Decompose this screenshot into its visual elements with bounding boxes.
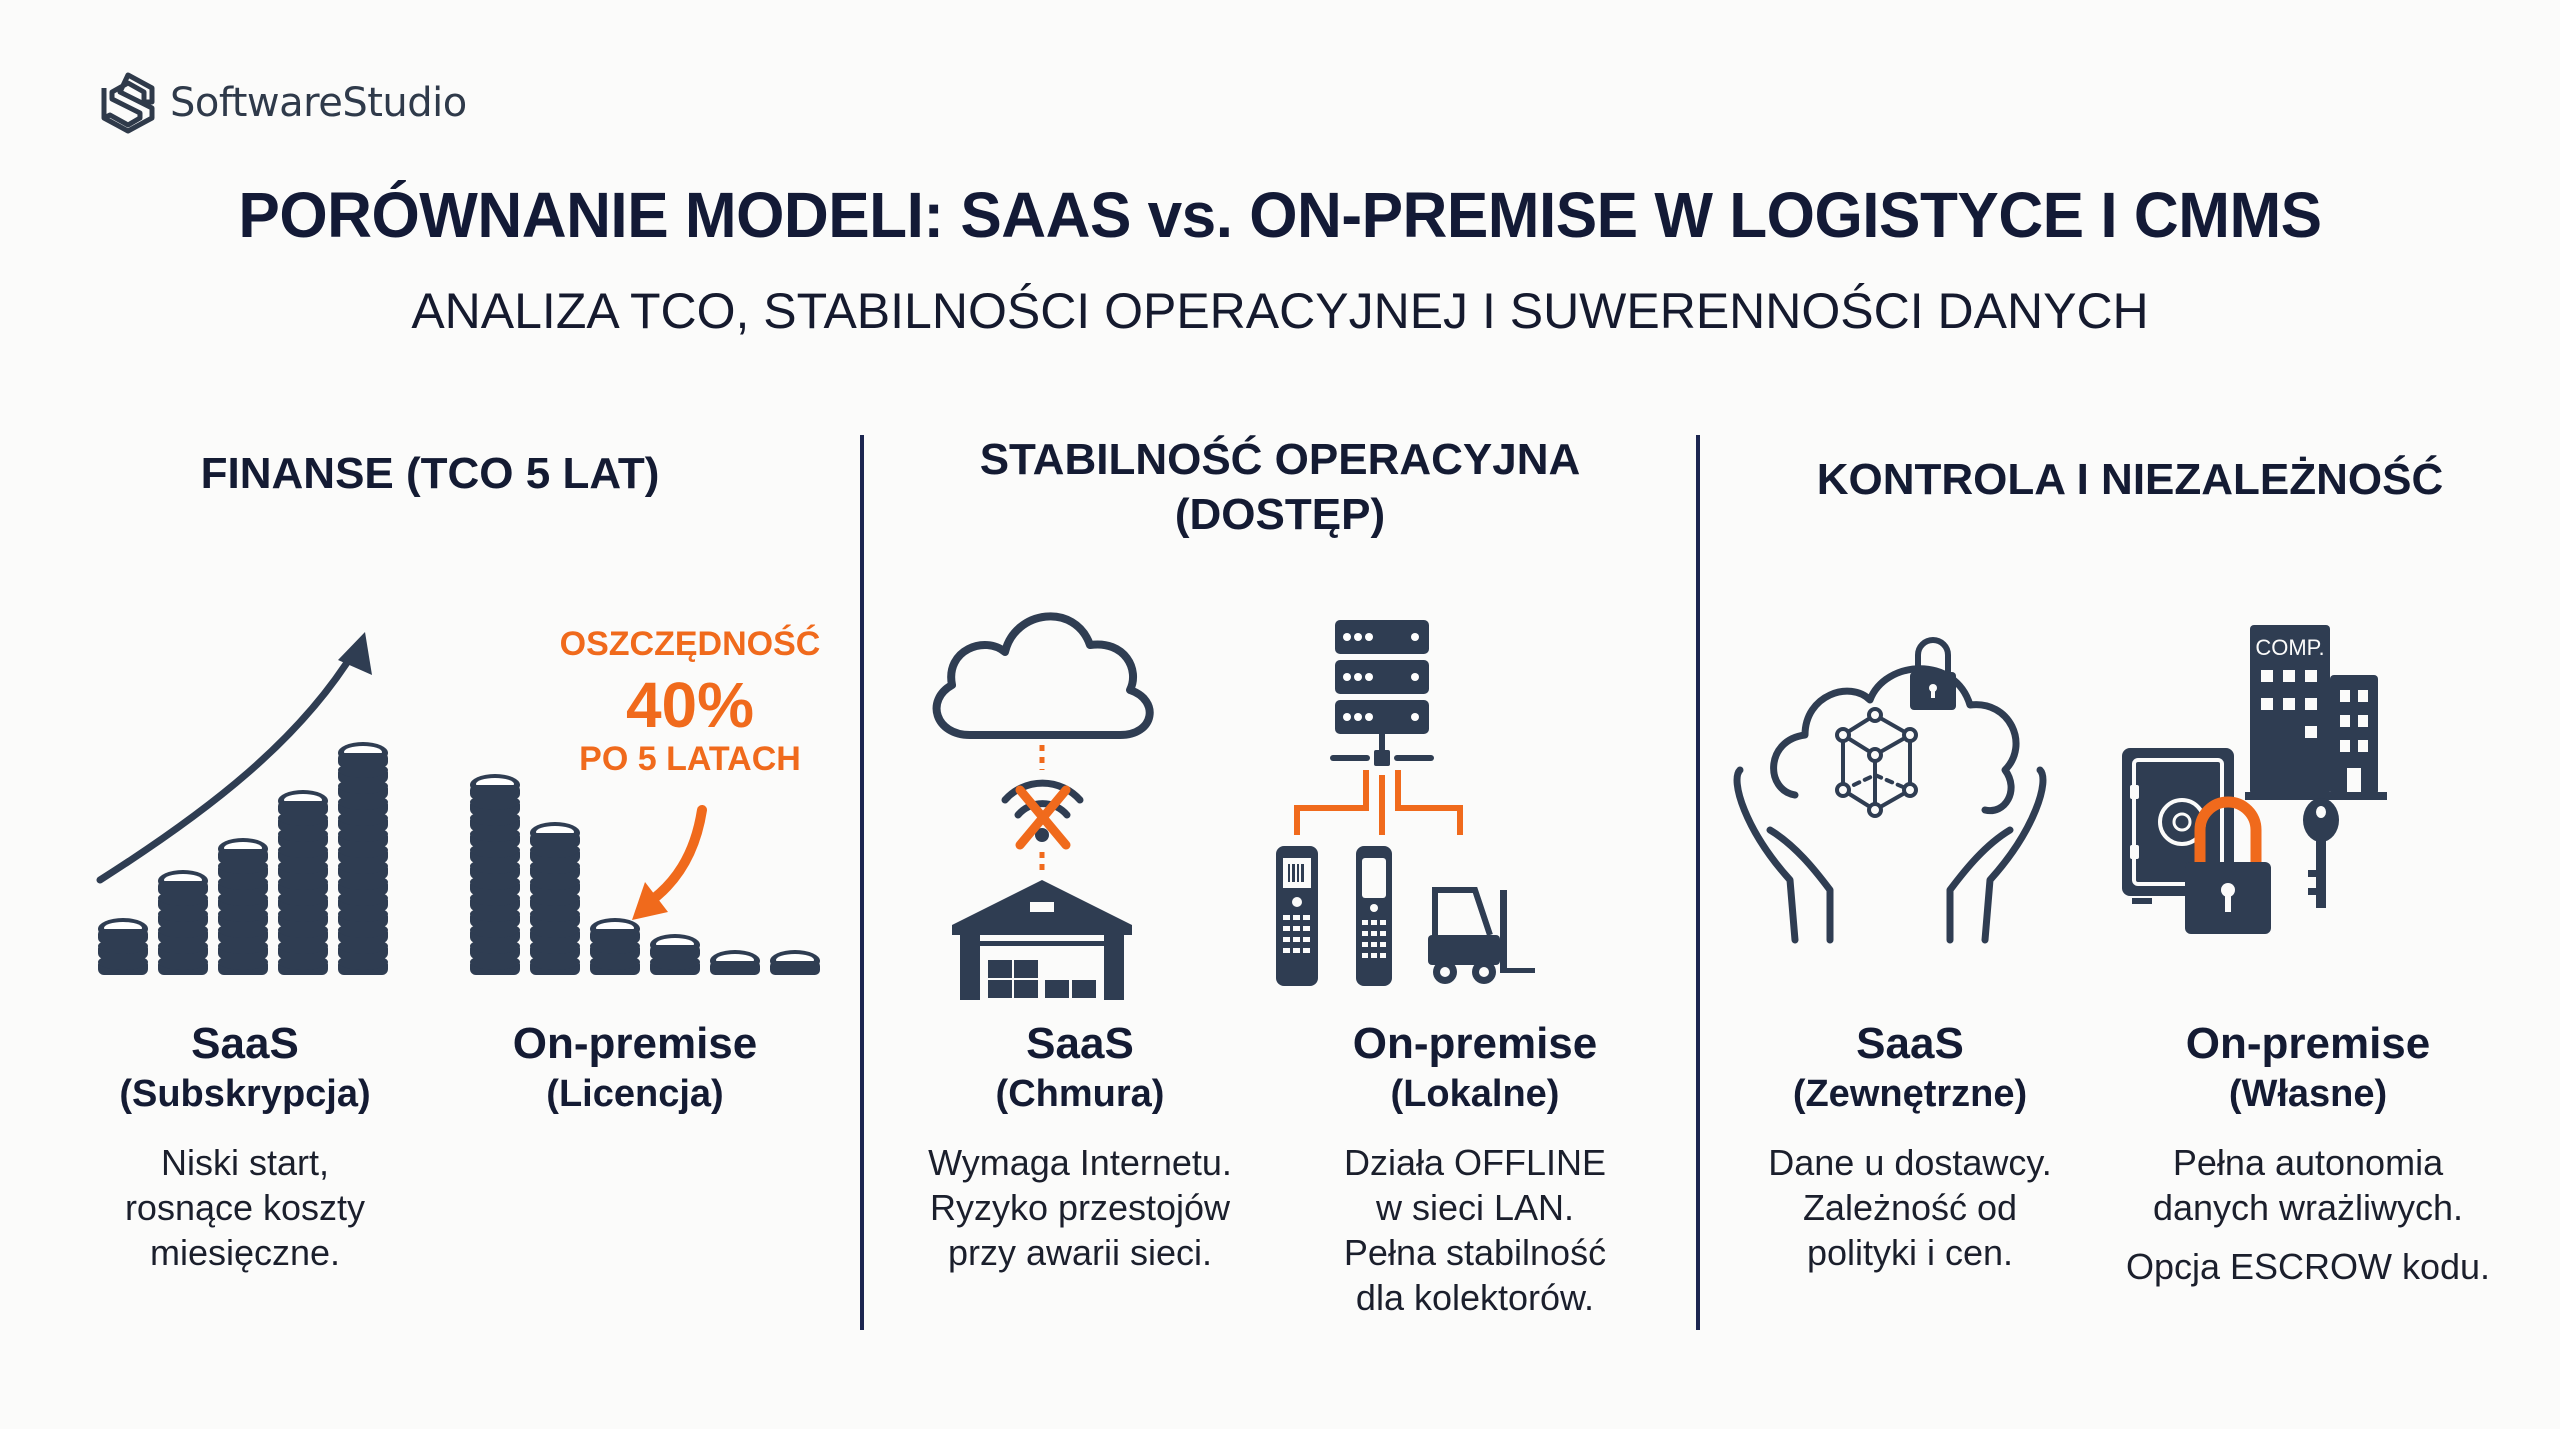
savings-label: OSZCZĘDNOŚĆ (559, 625, 821, 663)
desc-line: w sieci LAN. (1375, 1187, 1575, 1228)
desc-line: Niski start, (160, 1142, 329, 1183)
desc-line: dla kolektorów. (1355, 1277, 1595, 1318)
cloud-icon (932, 612, 1154, 739)
curved-arrow-down-icon (640, 805, 707, 910)
coin-stacks-chart (96, 632, 820, 975)
section-title-line1: STABILNOŚĆ OPERACYJNA (979, 435, 1581, 484)
desc-line: Działa OFFLINE (1343, 1142, 1607, 1183)
warehouse-icon (952, 880, 1132, 1000)
desc-line: przy awarii sieci. (947, 1232, 1213, 1273)
curved-arrow-head (632, 882, 668, 920)
orange-padlock-icon (2185, 796, 2271, 934)
key-icon (2303, 798, 2339, 908)
company-building-icon: COMP. (2245, 625, 2387, 800)
savings-period: PO 5 LATACH (579, 740, 801, 778)
onprem-finance-block: On-premise (Licencja) (425, 1018, 845, 1118)
building-label: COMP. (2255, 635, 2324, 660)
desc-line: polityki i cen. (1806, 1232, 2014, 1273)
desc-line: Pełna autonomia (2172, 1142, 2444, 1183)
padlock-icon (1910, 637, 1956, 710)
saas-label: SaaS (1026, 1019, 1134, 1068)
control-illustration: COMP. (1733, 625, 2387, 944)
onprem-label: On-premise (1352, 1019, 1598, 1068)
section-divider (1696, 435, 1700, 1330)
trend-arrow-head (338, 632, 372, 675)
saas-label: SaaS (191, 1019, 299, 1068)
forklift-icon (1428, 887, 1535, 984)
onprem-stability-block: On-premise (Lokalne) Działa OFFLINE w si… (1265, 1018, 1685, 1320)
saas-label: SaaS (1856, 1019, 1964, 1068)
wifi-off-icon (1001, 779, 1084, 850)
desc-paragraph: Pełna autonomia danych wrażliwych. (2088, 1140, 2528, 1230)
server-rack-icon (1330, 620, 1434, 766)
section-divider (860, 435, 864, 1330)
saas-sublabel: (Subskrypcja) (119, 1073, 371, 1115)
saas-description: Niski start, rosnące koszty miesięczne. (35, 1140, 455, 1275)
onprem-label: On-premise (2185, 1019, 2431, 1068)
onprem-label: On-premise (512, 1019, 758, 1068)
handheld-terminal-icon (1356, 846, 1392, 986)
escrow-note: Opcja ESCROW kodu. (2125, 1246, 2491, 1287)
desc-line: Pełna stabilność (1343, 1232, 1607, 1273)
desc-line: miesięczne. (149, 1232, 341, 1273)
hexagon-s-icon (101, 72, 155, 134)
desc-line: rosnące koszty (124, 1187, 366, 1228)
trend-arrow-up-icon (96, 646, 359, 884)
desc-line: Wymaga Internetu. (928, 1142, 1232, 1183)
onprem-description: Pełna autonomia danych wrażliwych. Opcja… (2088, 1140, 2528, 1289)
onprem-sublabel: (Licencja) (546, 1073, 724, 1115)
coin-stacks-falling-icon (470, 774, 820, 975)
desc-line: Dane u dostawcy. (1768, 1142, 2052, 1183)
saas-finance-block: SaaS (Subskrypcja) Niski start, rosnące … (35, 1018, 455, 1275)
section-title-line2: (DOSTĘP) (1174, 490, 1386, 539)
network-lines (1294, 770, 1463, 835)
section-title: KONTROLA I NIEZALEŻNOŚĆ (1816, 455, 2444, 504)
barcode-scanner-icon (1276, 846, 1318, 986)
hands-cloud-cube-icon (1733, 665, 2047, 944)
page-title: PORÓWNANIE MODELI: SAAS vs. ON-PREMISE W… (238, 179, 2322, 251)
desc-line: Ryzyko przestojów (929, 1187, 1231, 1228)
section-title: FINANSE (TCO 5 LAT) (200, 449, 660, 498)
saas-sublabel: (Zewnętrzne) (1792, 1073, 2028, 1115)
saas-stability-block: SaaS (Chmura) Wymaga Internetu. Ryzyko p… (870, 1018, 1290, 1275)
onprem-control-block: On-premise (Własne) Pełna autonomia dany… (2088, 1018, 2528, 1289)
savings-value: 40% (625, 669, 755, 741)
onprem-sublabel: (Własne) (2228, 1073, 2388, 1115)
saas-description: Dane u dostawcy. Zależność od polityki i… (1700, 1140, 2120, 1275)
onprem-description: Działa OFFLINE w sieci LAN. Pełna stabil… (1265, 1140, 1685, 1320)
saas-description: Wymaga Internetu. Ryzyko przestojów przy… (870, 1140, 1290, 1275)
desc-line: Zależność od (1802, 1187, 2018, 1228)
saas-sublabel: (Chmura) (995, 1073, 1165, 1115)
brand-logo: SoftwareStudio (100, 72, 467, 134)
page-subtitle: ANALIZA TCO, STABILNOŚCI OPERACYJNEJ I S… (411, 283, 2149, 339)
safe-icon (2122, 748, 2234, 904)
brand-name: SoftwareStudio (170, 80, 467, 126)
onprem-sublabel: (Lokalne) (1390, 1073, 1560, 1115)
stability-illustration (932, 612, 1535, 1000)
saas-control-block: SaaS (Zewnętrzne) Dane u dostawcy. Zależ… (1700, 1018, 2120, 1275)
desc-line: danych wrażliwych. (2152, 1187, 2464, 1228)
